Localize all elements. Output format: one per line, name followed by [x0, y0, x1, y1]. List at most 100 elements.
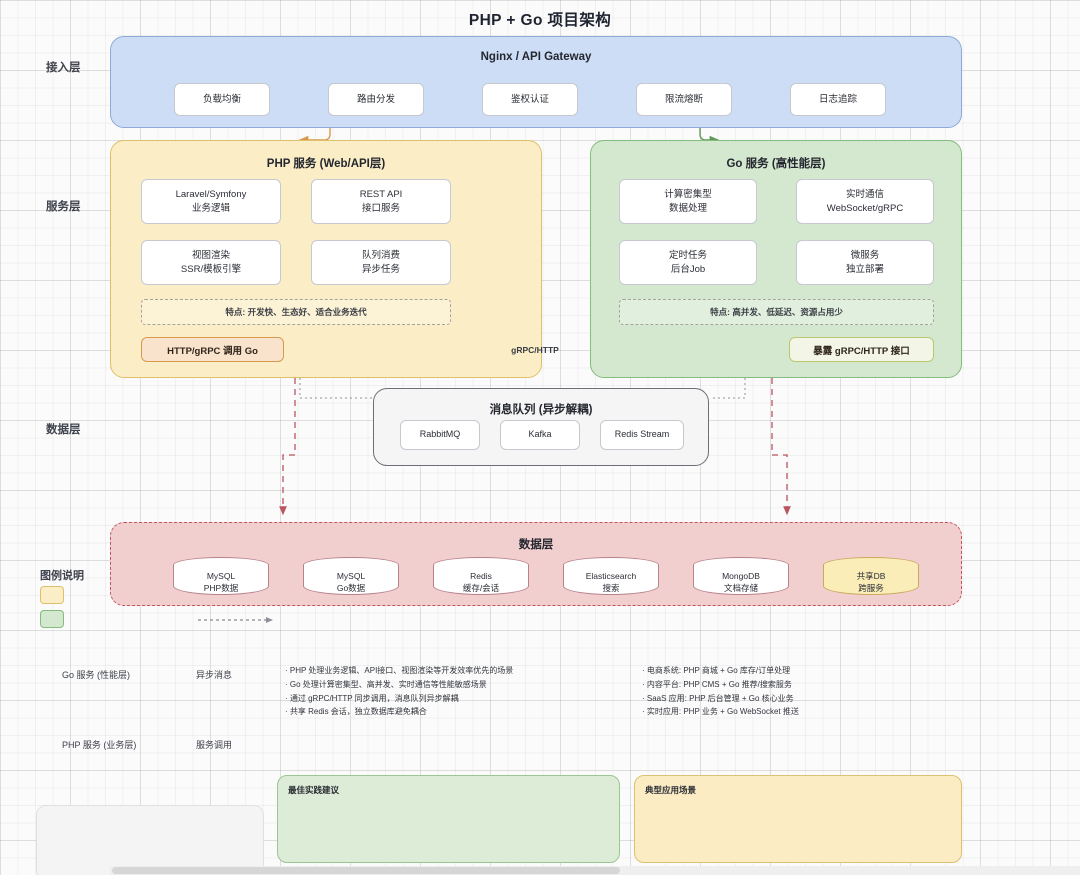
node-microservice[interactable]: 微服务 独立部署: [796, 240, 934, 285]
node-line2: 异步任务: [361, 263, 400, 275]
db-line1: 共享DB: [856, 571, 886, 581]
node-kafka[interactable]: Kafka: [500, 420, 580, 450]
node-line2: 后台Job: [670, 263, 706, 275]
db-line1: MySQL: [206, 571, 236, 581]
best-practice-panel[interactable]: 最佳实践建议: [277, 775, 620, 863]
mq-layer-title: 消息队列 (异步解耦): [489, 404, 593, 416]
node-line1: 微服务: [850, 249, 880, 261]
node-auth[interactable]: 鉴权认证: [482, 83, 578, 116]
go-layer-container[interactable]: Go 服务 (高性能层) 计算密集型 数据处理 实时通信 WebSocket/g…: [590, 140, 962, 378]
bullet-item: 内容平台: PHP CMS + Go 推荐/搜索服务: [642, 678, 972, 692]
cylinder-body: [823, 565, 919, 595]
best-practice-title: 最佳实践建议: [288, 785, 340, 795]
node-label: RabbitMQ: [419, 429, 461, 440]
legend-swatch-php: [40, 586, 64, 604]
node-compute-intensive[interactable]: 计算密集型 数据处理: [619, 179, 757, 224]
bullet-item: PHP 处理业务逻辑、API接口、视图渲染等开发效率优先的场景: [285, 664, 615, 678]
db-label: MySQL Go数据: [303, 571, 399, 595]
legend-row-0-label: Go 服务 (性能层): [62, 670, 131, 680]
node-line1: 视图渲染: [191, 249, 230, 261]
node-realtime-comm[interactable]: 实时通信 WebSocket/gRPC: [796, 179, 934, 224]
node-line1: Laravel/Symfony: [175, 188, 247, 200]
node-line1: 计算密集型: [664, 188, 712, 200]
node-line1: 队列消费: [361, 249, 400, 261]
db-line1: Redis: [470, 571, 492, 581]
mq-layer-container[interactable]: 消息队列 (异步解耦) RabbitMQ Kafka Redis Stream: [373, 388, 709, 466]
node-label: Redis Stream: [614, 429, 670, 440]
bullet-item: 共享 Redis 会话，独立数据库避免耦合: [285, 705, 615, 719]
node-scheduled-job[interactable]: 定时任务 后台Job: [619, 240, 757, 285]
right-bullet-list: 电商系统: PHP 商城 + Go 库存/订单处理 内容平台: PHP CMS …: [642, 664, 972, 719]
bullet-item: 通过 gRPC/HTTP 同步调用，消息队列异步解耦: [285, 692, 615, 706]
node-line2: WebSocket/gRPC: [826, 202, 904, 214]
bullet-item: 电商系统: PHP 商城 + Go 库存/订单处理: [642, 664, 972, 678]
bridge-label: gRPC/HTTP: [511, 345, 559, 355]
db-label: Redis 缓存/会话: [433, 571, 529, 595]
bullet-item: 实时应用: PHP 业务 + Go WebSocket 推送: [642, 705, 972, 719]
cylinder-body: [303, 565, 399, 595]
db-line1: MySQL: [336, 571, 366, 581]
access-layer-container[interactable]: Nginx / API Gateway 负载均衡 路由分发 鉴权认证 限流熔断 …: [110, 36, 962, 128]
horizontal-scrollbar-thumb[interactable]: [112, 867, 620, 874]
db-mongodb[interactable]: MongoDB 文档存储: [693, 557, 789, 601]
data-layer-title: 数据层: [518, 539, 554, 551]
node-line1: 实时通信: [845, 188, 884, 200]
php-layer-container[interactable]: PHP 服务 (Web/API层) Laravel/Symfony 业务逻辑 R…: [110, 140, 542, 378]
node-line2: 独立部署: [845, 263, 884, 275]
db-label: MySQL PHP数据: [173, 571, 269, 595]
node-rest-api[interactable]: REST API 接口服务: [311, 179, 451, 224]
legend-title: 图例说明: [40, 570, 84, 582]
node-label: Kafka: [528, 429, 552, 440]
db-line2: 缓存/会话: [462, 582, 500, 593]
cylinder-body: [693, 565, 789, 595]
node-queue-consumer[interactable]: 队列消费 异步任务: [311, 240, 451, 285]
node-label: 负载均衡: [202, 93, 241, 105]
bottom-gray-panel[interactable]: [36, 805, 264, 875]
node-rabbitmq[interactable]: RabbitMQ: [400, 420, 480, 450]
side-label-service: 服务层: [46, 201, 81, 213]
go-feature-note: 特点: 高并发、低延迟、资源占用少: [619, 299, 934, 325]
legend-row-1-label: PHP 服务 (业务层): [62, 740, 137, 750]
node-view-render[interactable]: 视图渲染 SSR/模板引擎: [141, 240, 281, 285]
db-shared[interactable]: 共享DB 跨服务: [823, 557, 919, 601]
node-line1: REST API: [359, 188, 403, 200]
db-elasticsearch[interactable]: Elasticsearch 搜索: [563, 557, 659, 601]
db-mysql-go[interactable]: MySQL Go数据: [303, 557, 399, 601]
node-load-balance[interactable]: 负载均衡: [174, 83, 270, 116]
db-line2: Go数据: [336, 582, 366, 593]
side-label-data: 数据层: [46, 424, 81, 436]
node-label: 日志追踪: [818, 93, 857, 105]
side-label-access: 接入层: [46, 62, 81, 74]
db-mysql-php[interactable]: MySQL PHP数据: [173, 557, 269, 601]
node-laravel-symfony[interactable]: Laravel/Symfony 业务逻辑: [141, 179, 281, 224]
db-label: 共享DB 跨服务: [823, 571, 919, 595]
php-call-go-button[interactable]: HTTP/gRPC 调用 Go: [141, 337, 284, 362]
cylinder-body: [433, 565, 529, 595]
node-label: 鉴权认证: [510, 93, 549, 105]
access-layer-title: Nginx / API Gateway: [480, 51, 592, 63]
node-line2: 业务逻辑: [191, 202, 230, 214]
node-rate-limit[interactable]: 限流熔断: [636, 83, 732, 116]
db-line2: 搜索: [602, 582, 620, 593]
node-line2: 数据处理: [668, 202, 707, 214]
node-redis-stream[interactable]: Redis Stream: [600, 420, 684, 450]
use-case-title: 典型应用场景: [645, 785, 697, 795]
legend-row-1-kind: 服务调用: [196, 740, 233, 750]
node-line2: 接口服务: [361, 202, 400, 214]
legend-row-0-kind: 异步消息: [196, 670, 233, 680]
db-line2: 跨服务: [858, 582, 884, 593]
node-routing[interactable]: 路由分发: [328, 83, 424, 116]
go-expose-api-button[interactable]: 暴露 gRPC/HTTP 接口: [789, 337, 934, 362]
bullet-item: SaaS 应用: PHP 后台管理 + Go 核心业务: [642, 692, 972, 706]
node-label: 路由分发: [356, 93, 395, 105]
node-line2: SSR/模板引擎: [180, 263, 242, 275]
db-line2: 文档存储: [723, 582, 758, 593]
node-log-trace[interactable]: 日志追踪: [790, 83, 886, 116]
use-case-panel[interactable]: 典型应用场景: [634, 775, 962, 863]
cylinder-body: [563, 565, 659, 595]
page-title: PHP + Go 项目架构: [468, 12, 612, 29]
data-layer-container[interactable]: 数据层 MySQL PHP数据 MySQL Go数据 Redis 缓存/会话: [110, 522, 962, 606]
db-redis[interactable]: Redis 缓存/会话: [433, 557, 529, 601]
db-label: Elasticsearch 搜索: [563, 571, 659, 595]
